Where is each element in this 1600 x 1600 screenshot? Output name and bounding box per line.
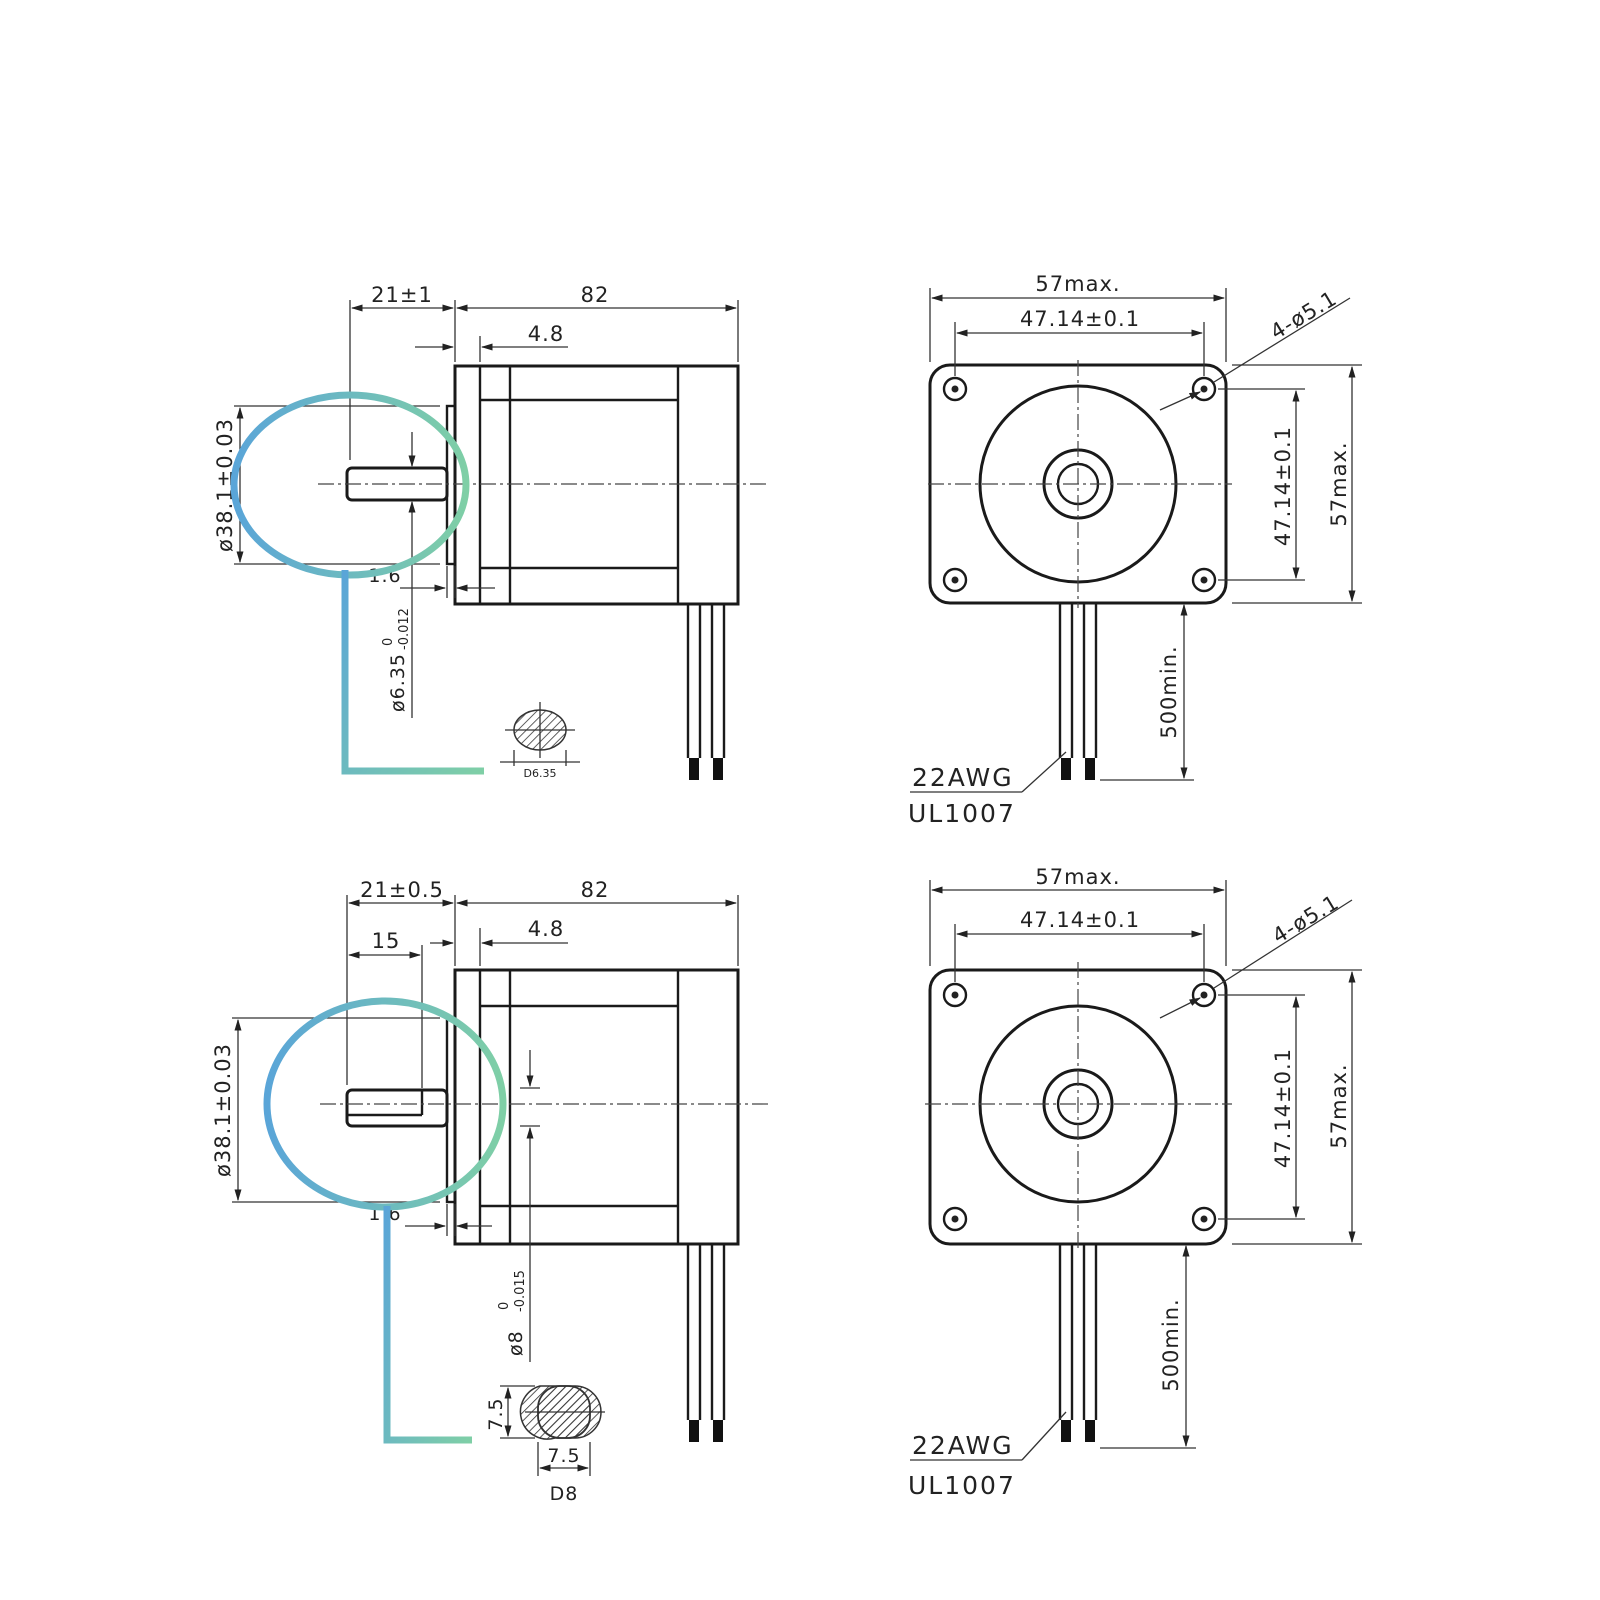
- top-front-view: 57max. 47.14±0.1 4-ø5.1 47.14±0.1 57max.…: [908, 272, 1362, 828]
- dim-shaft-length: 21±1: [371, 283, 433, 307]
- dim-holes: 4-ø5.1: [1266, 286, 1341, 344]
- dim-hole-spacing: 47.14±0.1: [1020, 908, 1140, 932]
- bottom-front-view: 57max. 47.14±0.1 4-ø5.1 47.14±0.1 57max.…: [908, 865, 1362, 1500]
- dim-flange: 4.8: [528, 917, 564, 941]
- section-label: D6.35: [524, 767, 557, 780]
- highlight-callout: [263, 997, 507, 1444]
- section-label: D8: [550, 1483, 579, 1505]
- dim-lead-length: 500min.: [1157, 645, 1181, 738]
- dim-shaft-diameter: ø8: [505, 1330, 527, 1356]
- lead-wires: [686, 1244, 726, 1442]
- dim-hole-spacing-v: 47.14±0.1: [1271, 1048, 1295, 1168]
- dim-height: 57max.: [1327, 441, 1351, 526]
- lead-wires: [1058, 603, 1098, 780]
- dim-height: 57max.: [1327, 1063, 1351, 1148]
- highlight-callout: [230, 391, 484, 775]
- dim-shaft-tol-upper: 0: [497, 1302, 512, 1310]
- dim-flat-length: 15: [372, 929, 401, 953]
- lead-wires: [686, 604, 726, 780]
- shaft-section: 7.5 7.5 D8: [485, 1385, 605, 1505]
- bottom-side-view: 21±0.5 82 15 4.8 ø38.1±0.03 1.6 ø8 0 -0.…: [211, 878, 770, 1505]
- dim-flange: 4.8: [528, 322, 564, 346]
- wire-spec: UL1007: [908, 799, 1016, 828]
- dim-hole-spacing: 47.14±0.1: [1020, 307, 1140, 331]
- wire-gauge: 22AWG: [912, 1431, 1014, 1460]
- wire-spec: UL1007: [908, 1471, 1016, 1500]
- dim-shaft-diameter: ø6.35: [387, 653, 409, 712]
- dim-shaft-tol-lower: -0.015: [513, 1270, 528, 1312]
- dim-shaft-tol-upper: 0: [381, 638, 396, 646]
- dim-pilot-diameter: ø38.1±0.03: [211, 1043, 235, 1177]
- mounting-holes: [942, 376, 1217, 593]
- dim-lead-length: 500min.: [1159, 1298, 1183, 1391]
- section-dim-h: 7.5: [547, 1445, 580, 1467]
- dim-width: 57max.: [1035, 865, 1120, 889]
- motor-body: [453, 968, 740, 1246]
- dim-hole-spacing-v: 47.14±0.1: [1271, 426, 1295, 546]
- dim-shaft-length: 21±0.5: [360, 878, 444, 902]
- motor-shaft: [345, 1088, 449, 1128]
- lead-wires: [1058, 1244, 1098, 1442]
- dim-body-length: 82: [581, 283, 610, 307]
- section-dim-v: 7.5: [485, 1397, 507, 1430]
- mounting-holes: [942, 982, 1217, 1232]
- dim-width: 57max.: [1035, 272, 1120, 296]
- dim-body-length: 82: [581, 878, 610, 902]
- dim-shaft-tol-lower: -0.012: [397, 608, 412, 650]
- shaft-section: D6.35: [500, 702, 580, 780]
- top-side-view: 21±1 82 4.8 ø38.1±0.03 1.6 ø6.35 0 -0.01…: [213, 283, 770, 780]
- wire-gauge: 22AWG: [912, 763, 1014, 792]
- dim-holes: 4-ø5.1: [1268, 890, 1343, 948]
